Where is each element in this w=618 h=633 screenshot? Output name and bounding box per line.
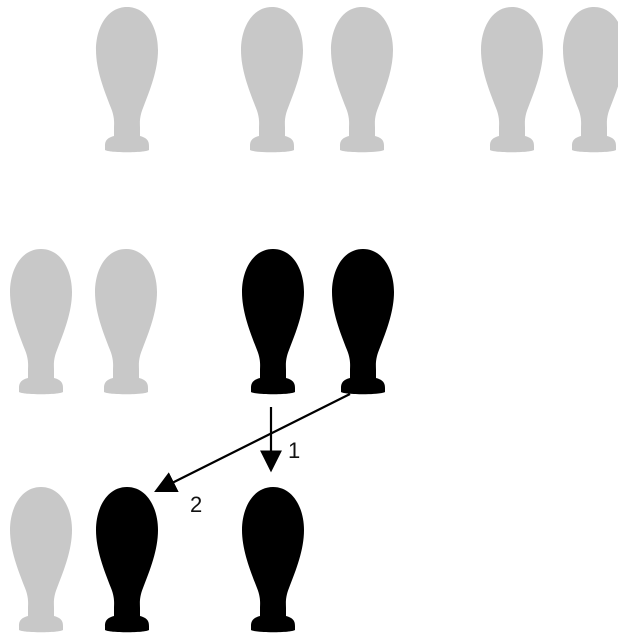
active-footprint-icon <box>332 249 394 395</box>
inactive-footprint-icon <box>241 7 303 153</box>
active-footprint-icon <box>242 487 304 633</box>
step1-label: 1 <box>288 438 300 463</box>
inactive-footprint-icon <box>481 7 543 153</box>
inactive-footprint-icon <box>10 487 72 633</box>
inactive-footprint-icon <box>331 7 393 153</box>
inactive-footprint-icon <box>563 7 618 153</box>
active-footprint-icon <box>96 487 158 633</box>
footprints-layer <box>10 7 618 633</box>
inactive-footprint-icon <box>95 249 157 395</box>
step2-label: 2 <box>190 492 202 517</box>
active-footprint-icon <box>242 249 304 395</box>
step2-arrow <box>154 393 351 492</box>
inactive-footprint-icon <box>96 7 158 153</box>
inactive-footprint-icon <box>10 249 72 395</box>
